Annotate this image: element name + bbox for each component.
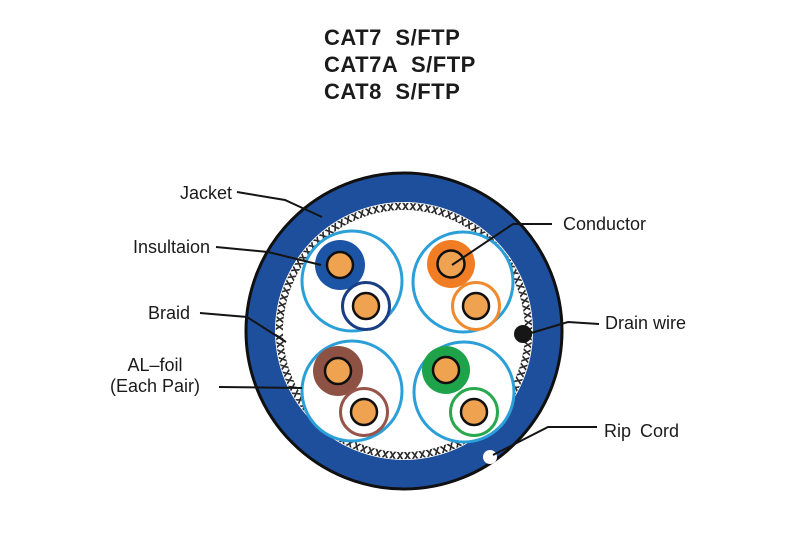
leader-line-drain-wire <box>530 320 600 334</box>
leader-lines <box>199 191 600 456</box>
label-braid: Braid <box>147 303 190 323</box>
conductor-blue <box>325 250 355 280</box>
conductor-orange <box>436 249 466 279</box>
title-block: CAT7 S/FTP CAT7A S/FTP CAT8 S/FTP <box>324 24 476 105</box>
label-al-foil-line2: (Each Pair) <box>109 376 201 396</box>
label-jacket: Jacket <box>179 183 232 203</box>
label-drain-wire: Drain wire <box>605 313 687 333</box>
label-al-foil-line1: AL–foil <box>127 355 183 375</box>
leader-line-insulation <box>215 246 322 266</box>
leader-line-al-foil <box>218 386 303 389</box>
drain-wire-dot <box>514 325 532 343</box>
leader-line-braid <box>199 312 287 343</box>
conductor-white-brown <box>349 397 379 427</box>
pair-blue <box>300 229 404 333</box>
title-line-cat7: CAT7 S/FTP <box>324 25 461 50</box>
conductor-white-green <box>459 397 489 427</box>
leader-line-jacket <box>236 191 323 218</box>
title-line-cat8: CAT8 S/FTP <box>324 79 461 104</box>
conductor-white-orange <box>461 291 491 321</box>
title-line-cat7a: CAT7A S/FTP <box>324 52 476 77</box>
conductor-green <box>431 355 461 385</box>
pair-green <box>412 340 516 444</box>
conductor-brown <box>323 356 353 386</box>
label-conductor: Conductor <box>563 214 647 234</box>
conductor-white-blue <box>351 291 381 321</box>
pair-orange <box>411 230 515 334</box>
leader-line-conductor <box>451 223 552 266</box>
label-insulation: Insultaion <box>132 237 210 257</box>
leader-line-rip-cord <box>492 426 597 456</box>
label-rip-cord: Rip Cord <box>604 421 680 441</box>
pair-brown <box>300 339 404 443</box>
rip-cord-dot <box>483 450 497 464</box>
label-al-foil: AL–foil (Each Pair) <box>95 355 215 397</box>
